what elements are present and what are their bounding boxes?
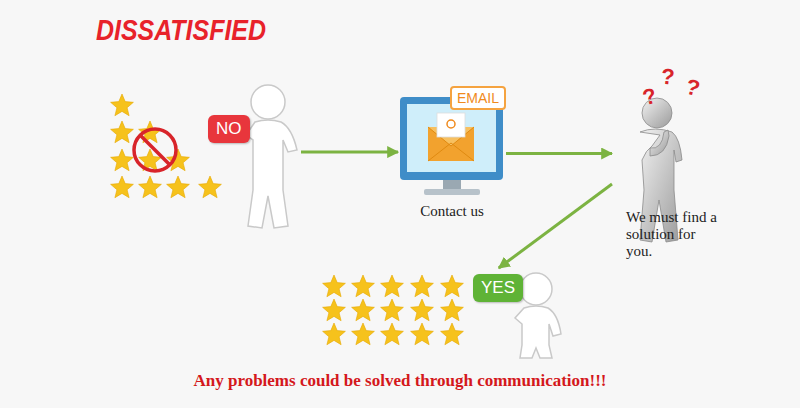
yes-sign: YES (473, 274, 523, 302)
star (111, 176, 134, 198)
star (441, 323, 464, 345)
flow-arrow (499, 184, 612, 268)
email-tab: EMAIL (450, 86, 506, 110)
star (199, 176, 222, 198)
star (352, 299, 375, 321)
star (167, 149, 190, 171)
contact-label: Contact us (398, 203, 506, 220)
thinking-person: We must find a solution for you. (612, 60, 730, 260)
star (167, 176, 190, 198)
star (352, 323, 375, 345)
flow-arrow (506, 152, 612, 155)
person-figure (246, 85, 297, 228)
star (411, 323, 434, 345)
title: DISSATISFIED (96, 14, 266, 47)
question-mark: ? (640, 83, 660, 112)
star (381, 323, 404, 345)
star (139, 176, 162, 198)
question-mark: ? (660, 63, 676, 90)
email-computer: EMAIL Contact us (398, 86, 506, 220)
star (381, 299, 404, 321)
star (111, 121, 134, 143)
star (323, 299, 346, 321)
star (411, 299, 434, 321)
flow-arrow (301, 151, 398, 154)
star (381, 275, 404, 297)
no-figure: NO (203, 84, 301, 232)
star (441, 275, 464, 297)
solution-note: We must find a solution for you. (626, 209, 720, 260)
star (323, 275, 346, 297)
question-mark: ? (683, 74, 703, 103)
star (352, 275, 375, 297)
star (323, 323, 346, 345)
yes-figure: YES (470, 268, 566, 360)
star (441, 299, 464, 321)
prohibition-sign (134, 129, 176, 171)
no-sign: NO (208, 115, 250, 143)
caption: Any problems could be solved through com… (0, 371, 800, 391)
star (111, 94, 134, 116)
computer-monitor (400, 97, 503, 195)
star (111, 149, 134, 171)
star (411, 275, 434, 297)
